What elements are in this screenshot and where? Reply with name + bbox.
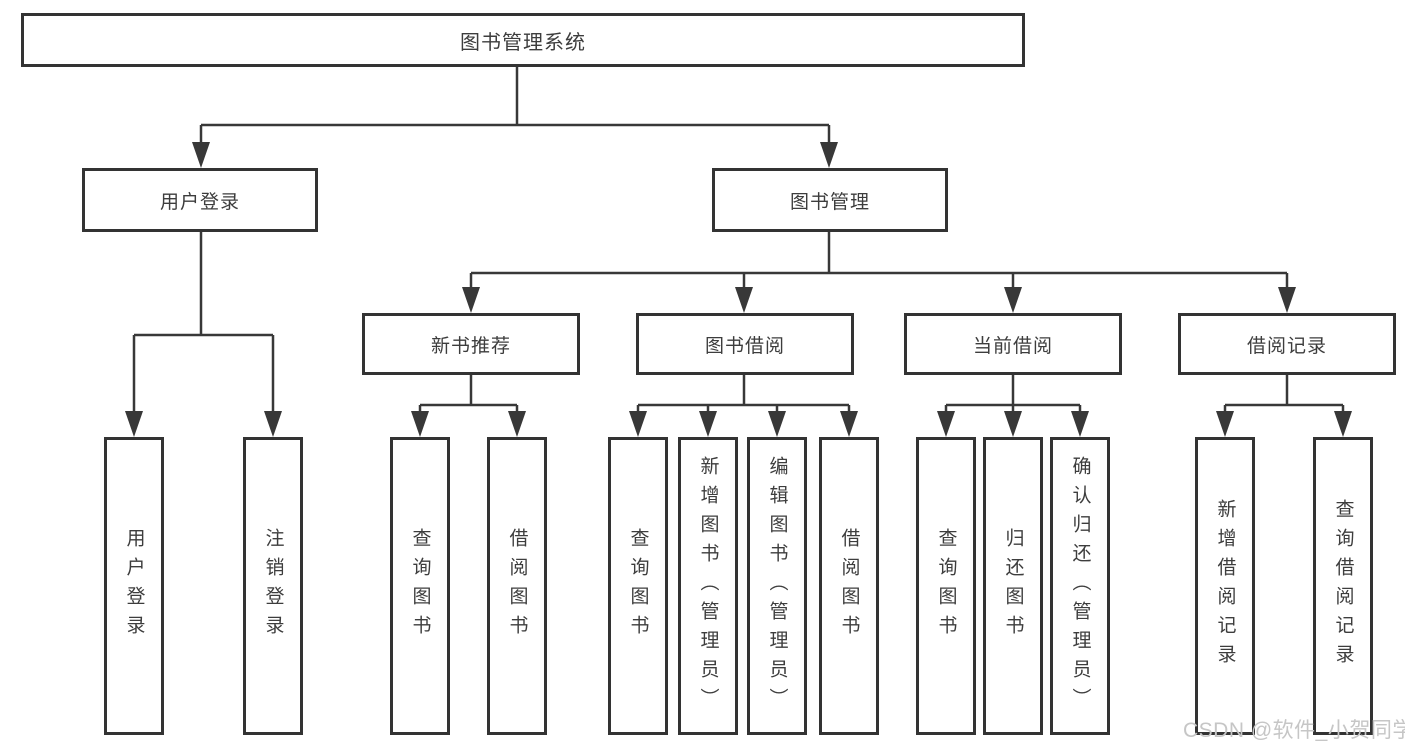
leaf-borrow-books-borrow-label: 借阅图书	[838, 528, 860, 644]
leaf-edit-book-admin-label: 编辑图书（管理员）	[766, 455, 788, 717]
leaf-edit-book-admin: 编辑图书（管理员）	[747, 437, 807, 735]
leaf-borrow-books-borrow: 借阅图书	[819, 437, 879, 735]
node-borrow-records: 借阅记录	[1178, 313, 1396, 375]
node-new-book-recommend: 新书推荐	[362, 313, 580, 375]
watermark: CSDN @软件_小贺同学	[1183, 719, 1405, 742]
leaf-user-login: 用户登录	[104, 437, 164, 735]
leaf-query-borrow-record: 查询借阅记录	[1313, 437, 1373, 735]
node-book-management: 图书管理	[712, 168, 948, 232]
leaf-query-books-borrow-label: 查询图书	[627, 528, 649, 644]
leaf-borrow-books-recommend-label: 借阅图书	[506, 528, 528, 644]
node-current-borrow: 当前借阅	[904, 313, 1122, 375]
leaf-return-book-label: 归还图书	[1002, 528, 1024, 644]
leaf-borrow-books-recommend: 借阅图书	[487, 437, 547, 735]
leaf-add-borrow-record-label: 新增借阅记录	[1214, 499, 1236, 673]
leaf-confirm-return-admin: 确认归还（管理员）	[1050, 437, 1110, 735]
leaf-query-borrow-record-label: 查询借阅记录	[1332, 499, 1354, 673]
node-library-system: 图书管理系统	[21, 13, 1025, 67]
leaf-return-book: 归还图书	[983, 437, 1043, 735]
leaf-query-books-recommend: 查询图书	[390, 437, 450, 735]
leaf-query-books-borrow: 查询图书	[608, 437, 668, 735]
leaf-logout: 注销登录	[243, 437, 303, 735]
leaf-user-login-label: 用户登录	[123, 528, 145, 644]
leaf-query-books-current-label: 查询图书	[935, 528, 957, 644]
leaf-query-books-current: 查询图书	[916, 437, 976, 735]
leaf-add-book-admin-label: 新增图书（管理员）	[697, 455, 719, 717]
node-book-borrow: 图书借阅	[636, 313, 854, 375]
leaf-confirm-return-admin-label: 确认归还（管理员）	[1069, 455, 1091, 717]
leaf-add-book-admin: 新增图书（管理员）	[678, 437, 738, 735]
node-user-login: 用户登录	[82, 168, 318, 232]
leaf-query-books-recommend-label: 查询图书	[409, 528, 431, 644]
leaf-logout-label: 注销登录	[262, 528, 284, 644]
leaf-add-borrow-record: 新增借阅记录	[1195, 437, 1255, 735]
